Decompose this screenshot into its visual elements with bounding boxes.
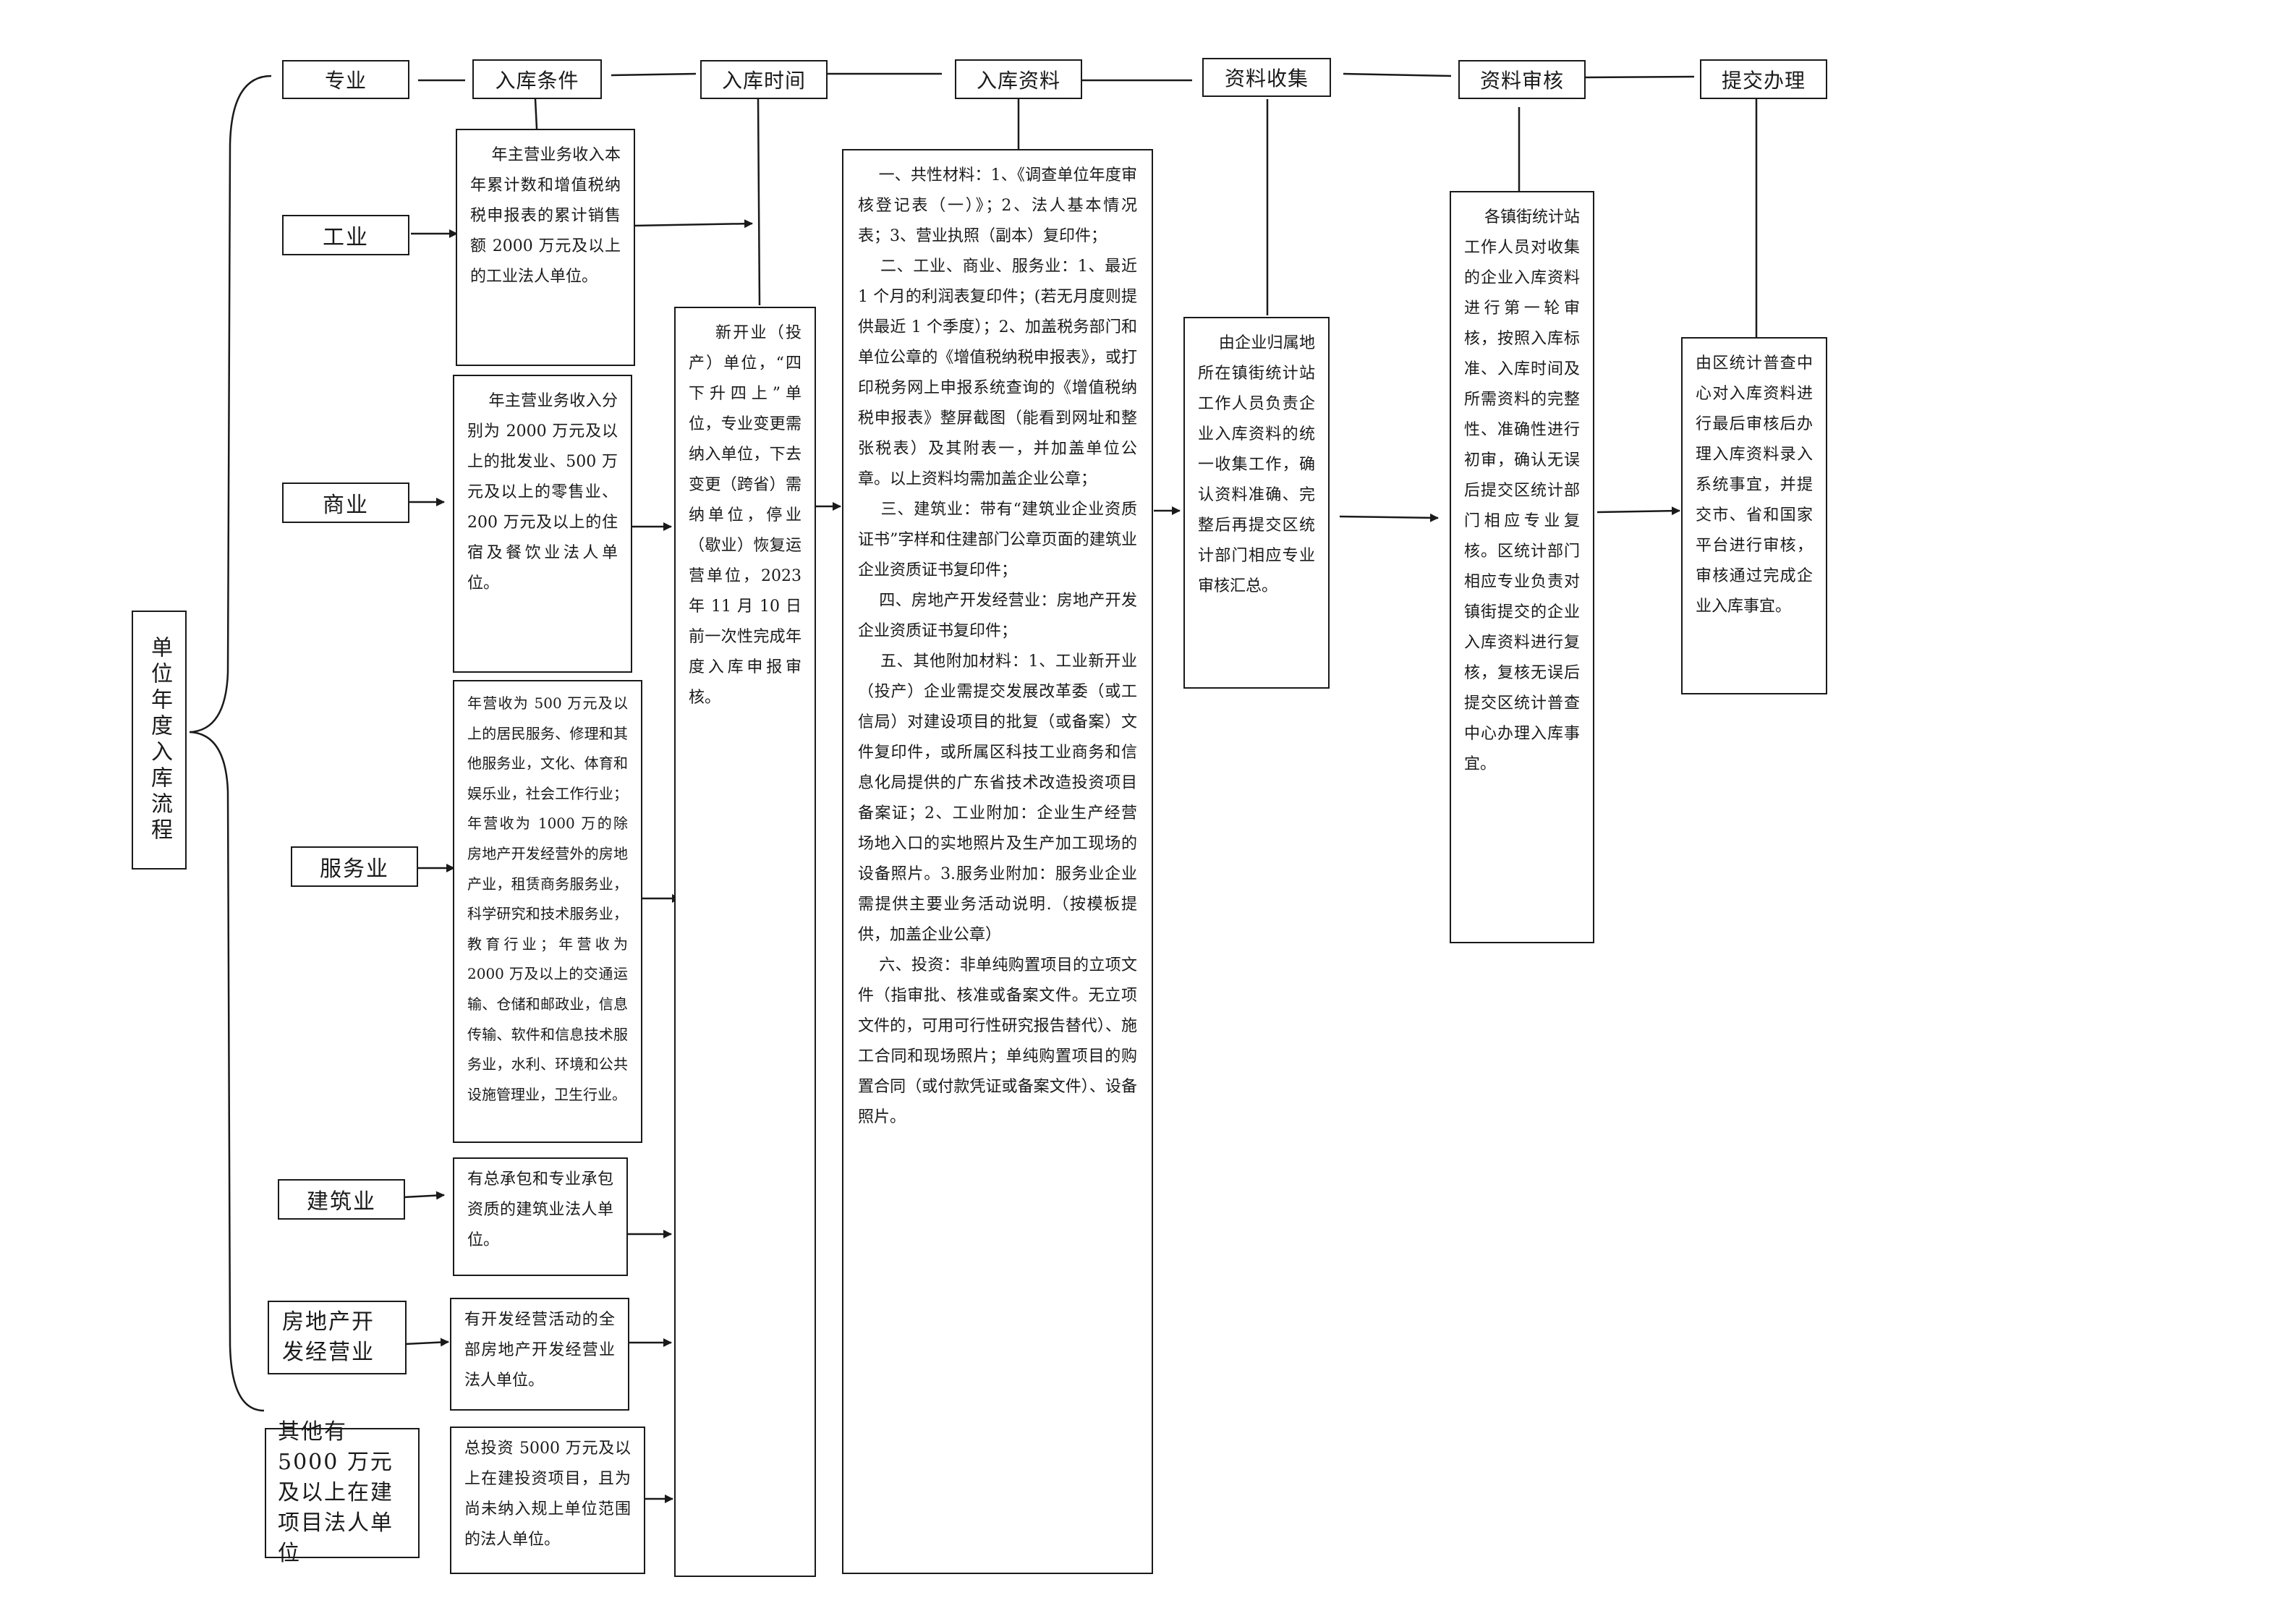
material-review-box: 各镇街统计站工作人员对收集的企业入库资料进行第一轮审核，按照入库标准、入库时间及… [1450, 191, 1594, 943]
header-connector [611, 72, 697, 77]
header-entry-conditions: 入库条件 [472, 59, 602, 99]
flow-arrow [1339, 513, 1439, 522]
flow-arrow [404, 1338, 449, 1347]
root-brace [189, 75, 272, 1412]
condition-real-estate: 有开发经营活动的全部房地产开发经营业法人单位。 [450, 1298, 629, 1411]
flow-arrow [1596, 506, 1680, 516]
condition-commerce: 年主营业务收入分别为 2000 万元及以上的批发业、500 万元及以上的零售业、… [453, 375, 632, 673]
material-collection-box: 由企业归属地所在镇街统计站工作人员负责企业入库资料的统一收集工作，确认资料准确、… [1183, 317, 1330, 689]
category-industry: 工业 [282, 215, 409, 255]
flow-arrow [633, 219, 753, 229]
submission-box: 由区统计普查中心对入库资料进行最后审核后办理入库资料录入系统事宜，并提交市、省和… [1681, 337, 1827, 694]
flow-arrow [403, 1191, 445, 1200]
header-entry-time: 入库时间 [700, 60, 828, 99]
category-other-projects: 其他有 5000 万元及以上在建项目法人单位 [265, 1419, 420, 1566]
condition-industry: 年主营业务收入本年累计数和增值税纳税申报表的累计销售额 2000 万元及以上的工… [456, 129, 635, 366]
condition-construction: 有总承包和专业承包资质的建筑业法人单位。 [453, 1157, 628, 1276]
root-process-label: 单位年度入库流程 [132, 611, 187, 870]
header-entry-materials: 入库资料 [955, 59, 1082, 99]
entry-time-box: 新开业（投产）单位，“四下升四上”单位，专业变更需纳入单位，下去变更（跨省）需纳… [674, 307, 816, 1577]
header-drop [534, 98, 538, 129]
header-submission: 提交办理 [1700, 59, 1827, 99]
category-commerce: 商业 [282, 482, 409, 523]
header-material-collection: 资料收集 [1202, 58, 1331, 97]
header-material-review: 资料审核 [1458, 60, 1586, 99]
entry-materials-box: 一、共性材料：1、《调查单位年度审核登记表（一）》；2、法人基本情况表；3、营业… [842, 149, 1153, 1574]
header-connector [1343, 72, 1452, 77]
root-process-text: 单位年度入库流程 [147, 636, 172, 844]
condition-services: 年营收为 500 万元及以上的居民服务、修理和其他服务业，文化、体育和娱乐业，社… [453, 680, 642, 1143]
category-real-estate: 房地产开发经营业 [268, 1301, 407, 1374]
category-construction: 建筑业 [278, 1179, 405, 1220]
condition-other-projects: 总投资 5000 万元及以上在建投资项目，且为尚未纳入规上单位范围的法人单位。 [450, 1427, 645, 1574]
category-services: 服务业 [291, 846, 418, 887]
header-drop [757, 98, 761, 306]
header-specialty: 专业 [282, 60, 409, 99]
